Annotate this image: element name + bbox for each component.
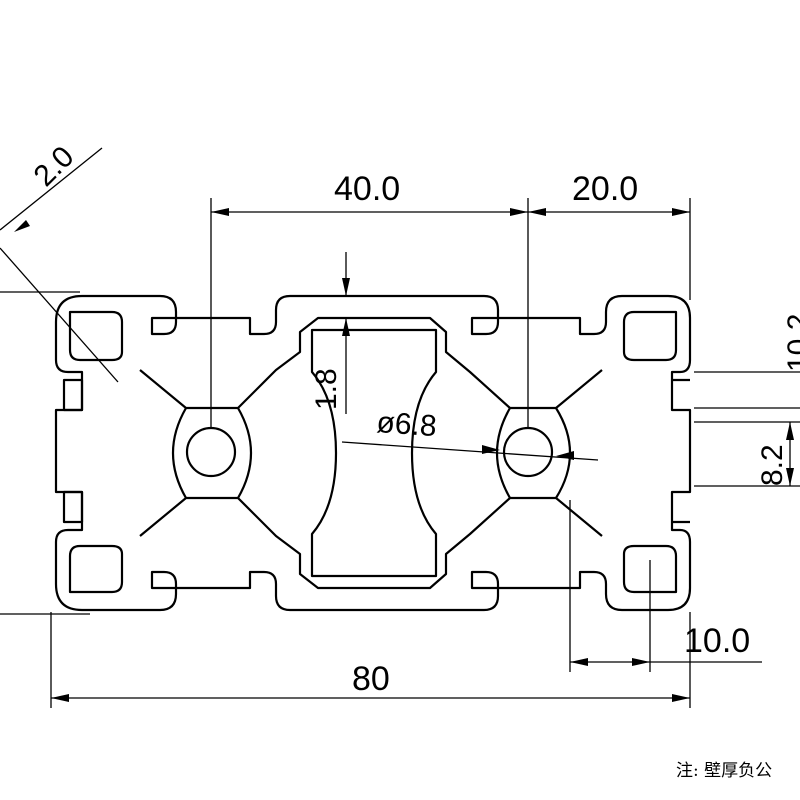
dim-edge-to-center: 20.0 xyxy=(572,170,638,208)
dim-slot-pitch: 40.0 xyxy=(334,170,400,208)
dimension-arrows xyxy=(14,208,794,702)
drawing-note: 注: 壁厚负公 xyxy=(676,761,773,781)
dim-slot-depth: 10.2 xyxy=(782,314,800,372)
center-hole-left xyxy=(185,426,237,478)
profile-outline xyxy=(54,294,692,612)
center-hole-right xyxy=(502,426,554,478)
dim-slot-opening: 8.2 xyxy=(756,444,789,486)
dimension-lines xyxy=(0,147,800,708)
dim-overall-width: 80 xyxy=(352,660,390,698)
dim-slot-offset: 10.0 xyxy=(684,622,750,660)
dim-wall-thickness: 1.8 xyxy=(310,368,343,410)
dim-center-hole: ø6.8 xyxy=(376,406,438,443)
dim-corner-radius: 2.0 xyxy=(28,140,81,193)
